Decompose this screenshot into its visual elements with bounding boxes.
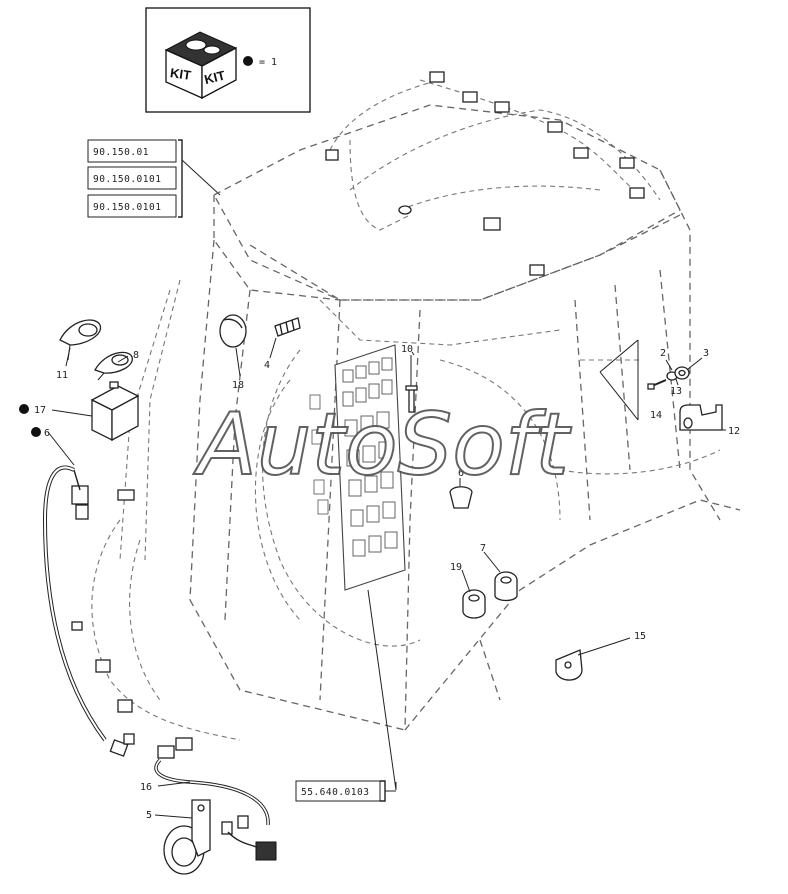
callout-6-bullet-icon — [31, 427, 41, 437]
callout-10: 10 — [401, 344, 413, 355]
callout-2: 2 — [660, 348, 666, 359]
callout-6-right: 6 — [458, 468, 464, 479]
part-washers — [599, 339, 703, 421]
part-8-mirror — [94, 351, 133, 381]
part-19-mount — [462, 589, 486, 619]
reference-label-3: 90.150.0101 — [93, 202, 161, 213]
part-18-cap — [219, 314, 247, 348]
reference-label-2: 90.150.0101 — [93, 174, 161, 185]
callout-12: 12 — [728, 426, 740, 437]
part-10-bolt — [405, 355, 418, 413]
kit-bullet-icon — [243, 56, 253, 66]
kit-box: KIT KIT = 1 — [145, 7, 311, 113]
callout-17: 17 — [34, 405, 46, 416]
callout-6-left: 6 — [44, 428, 50, 439]
kit-label-right: KIT — [203, 68, 227, 88]
callout-8: 8 — [133, 350, 139, 361]
kit-legend: = 1 — [259, 57, 277, 68]
reference-group-top: 90.150.01 90.150.0101 90.150.0101 — [87, 139, 221, 218]
reference-group-bottom: 55.640.0103 — [295, 780, 396, 802]
fuse-relay-board — [309, 344, 406, 791]
callout-14: 14 — [650, 410, 662, 421]
callout-15: 15 — [634, 631, 646, 642]
part-4-plug — [274, 317, 301, 337]
callout-16: 16 — [140, 782, 152, 793]
callout-3: 3 — [703, 348, 709, 359]
callout-17-bullet-icon — [19, 404, 29, 414]
kit-label-left: KIT — [169, 65, 192, 83]
roof-harness — [325, 71, 645, 276]
callout-7: 7 — [480, 543, 486, 554]
part-6-harness — [42, 465, 135, 757]
reference-label-1: 90.150.01 — [93, 147, 149, 158]
callout-18: 18 — [232, 380, 244, 391]
part-6-grommet — [449, 486, 473, 509]
callout-13: 13 — [670, 386, 682, 397]
callouts: 11 8 17 6 18 4 10 2 3 13 14 12 6 7 19 15… — [19, 344, 740, 821]
callout-5: 5 — [146, 810, 152, 821]
part-17-relay — [90, 381, 140, 442]
part-5-horn — [163, 799, 211, 875]
part-7-mount — [494, 571, 518, 602]
callout-19: 19 — [450, 562, 462, 573]
part-11-mirror — [59, 319, 102, 361]
watermark: AutoSoft — [193, 395, 572, 495]
callout-4: 4 — [264, 360, 270, 371]
part-15-bracket — [555, 649, 583, 681]
part-12-bracket — [679, 404, 726, 431]
reference-label-4: 55.640.0103 — [301, 787, 369, 798]
leader-lines — [47, 337, 631, 819]
callout-11: 11 — [56, 370, 68, 381]
part-16-harness — [154, 737, 277, 861]
